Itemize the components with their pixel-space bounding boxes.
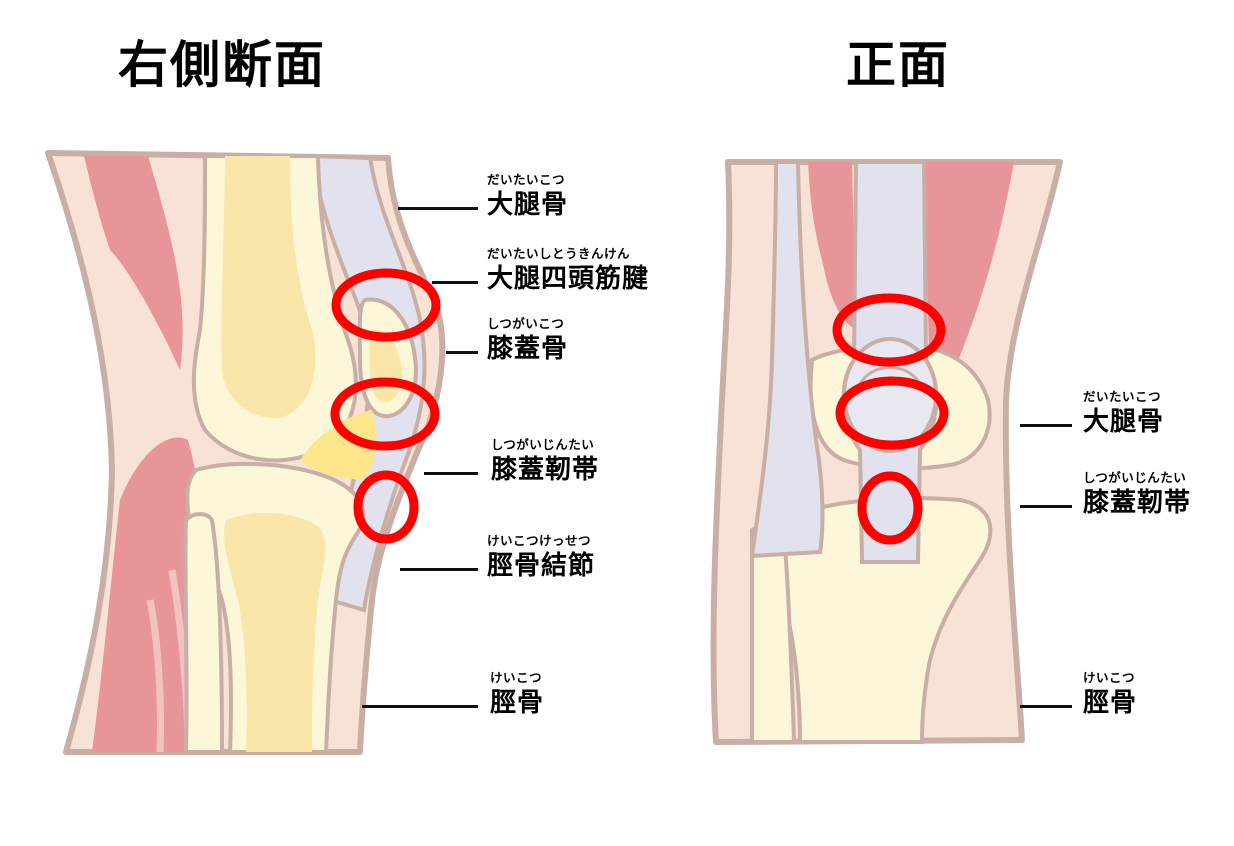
label-text: 脛骨 [1083, 687, 1138, 718]
frontal-fibula [750, 524, 797, 744]
label-ruby: だいたいこつ [487, 172, 566, 187]
lateral-joint-cartilage [300, 410, 377, 480]
label-tibia-frontal: けいこつ 脛骨 [1083, 670, 1138, 718]
frontal-highlight-patellar-ligament [857, 471, 923, 545]
frontal-view-title: 正面 [846, 36, 950, 94]
leader-femur-frontal [1020, 424, 1072, 427]
label-femur-frontal: だいたいこつ 大腿骨 [1083, 389, 1165, 437]
label-tibia-lateral: けいこつ 脛骨 [490, 670, 545, 718]
label-ruby: けいこつけっせつ [487, 533, 592, 548]
lateral-knee-diagram [45, 150, 446, 755]
label-ruby: けいこつ [490, 670, 543, 685]
label-patella-lateral: しつがいこつ 膝蓋骨 [487, 316, 569, 364]
label-text: 膝蓋靭帯 [491, 454, 600, 485]
label-text: 脛骨結節 [487, 550, 596, 581]
lateral-highlight-quadriceps-tendon [331, 268, 441, 342]
lateral-section-title: 右側断面 [118, 36, 326, 94]
leader-quadriceps-tendon-lateral [432, 281, 478, 284]
leader-tibial-tuberosity-lateral [400, 568, 478, 571]
label-ruby: しつがいじんたい [1083, 470, 1187, 485]
lateral-hamstring-muscle [84, 156, 183, 370]
leader-patellar-ligament-frontal [1020, 505, 1072, 508]
frontal-knee-diagram [710, 159, 1063, 745]
label-ruby: けいこつ [1083, 670, 1136, 685]
leader-patellar-ligament-lateral [424, 472, 478, 475]
label-text: 大腿骨 [1083, 406, 1165, 437]
label-femur-lateral: だいたいこつ 大腿骨 [487, 172, 569, 220]
label-text: 脛骨 [490, 687, 545, 718]
lateral-femur-marrow [221, 156, 316, 419]
leader-tibia-lateral [362, 705, 478, 708]
label-text: 膝蓋骨 [487, 333, 569, 364]
label-ruby: しつがいこつ [487, 316, 565, 331]
label-quadriceps-tendon-lateral: だいたいしとうきんけん 大腿四頭筋腱 [487, 246, 650, 294]
label-patellar-ligament-lateral: しつがいじんたい 膝蓋靭帯 [491, 437, 600, 485]
frontal-quadriceps-muscle-left [808, 162, 856, 330]
frontal-quadriceps-muscle-right [924, 162, 1014, 390]
lateral-highlight-patellar-ligament [353, 470, 419, 544]
label-text: 大腿四頭筋腱 [487, 263, 650, 294]
label-text: 膝蓋靭帯 [1083, 487, 1192, 518]
label-tibial-tuberosity-lateral: けいこつけっせつ 脛骨結節 [487, 533, 596, 581]
label-text: 大腿骨 [487, 189, 569, 220]
leader-femur-lateral [398, 207, 478, 210]
leader-tibia-frontal [1020, 705, 1072, 708]
leader-patella-lateral [446, 351, 478, 354]
frontal-highlight-quadriceps-tendon [832, 293, 946, 367]
label-patellar-ligament-frontal: しつがいじんたい 膝蓋靭帯 [1083, 470, 1192, 518]
label-ruby: しつがいじんたい [491, 437, 595, 452]
frontal-iliotibial-band [749, 160, 825, 559]
lateral-highlight-patella [330, 377, 440, 451]
lateral-tibia-marrow [224, 512, 325, 752]
frontal-highlight-patella [835, 376, 949, 450]
lateral-fibula [183, 512, 225, 754]
label-ruby: だいたいしとうきんけん [487, 246, 631, 261]
label-ruby: だいたいこつ [1083, 389, 1162, 404]
